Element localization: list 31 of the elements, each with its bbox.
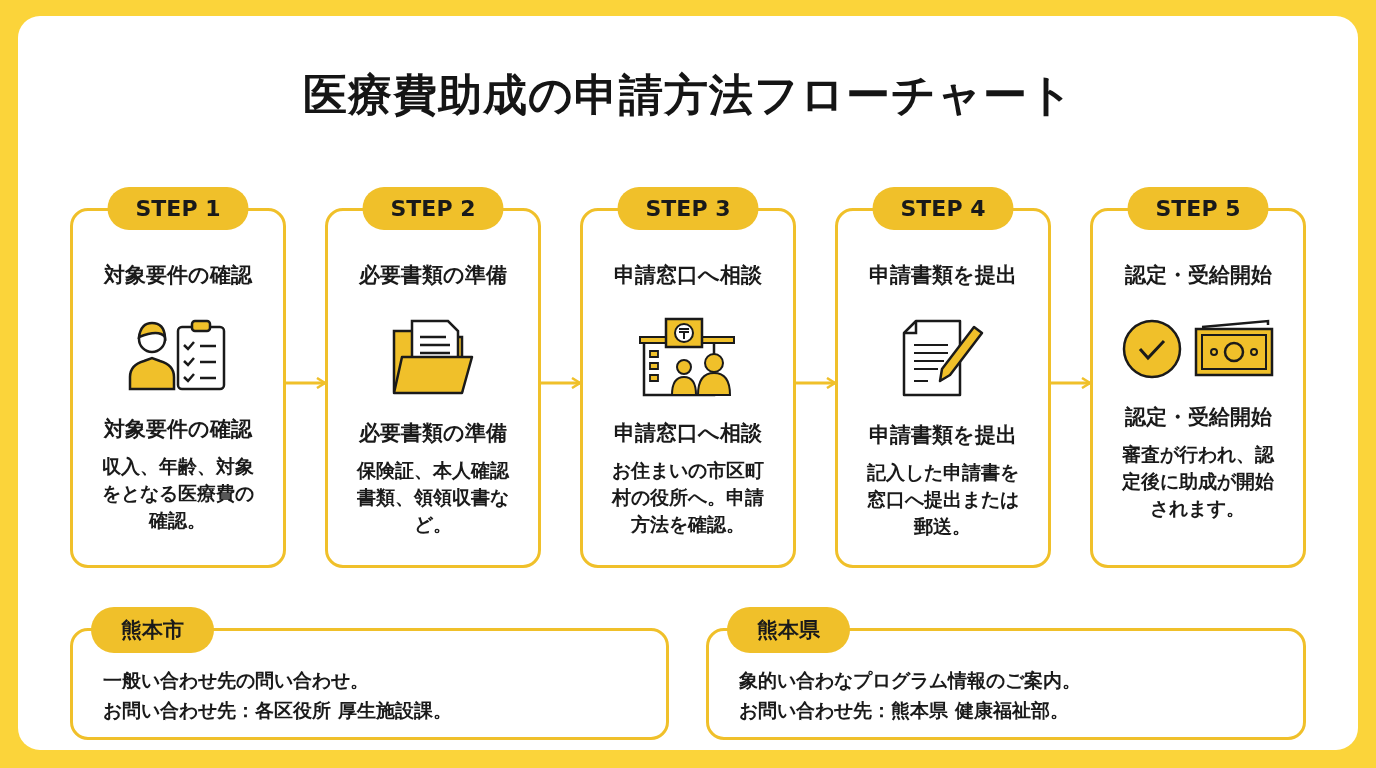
contact-text: 一般い合わせ先の問い合わせ。 xyxy=(103,668,370,693)
contact-text: 象的い合わなプログラム情報のご案内。 xyxy=(739,668,1081,693)
contact-text: お問い合わせ先：熊本県 健康福祉部。 xyxy=(739,698,1070,724)
arrow xyxy=(286,376,327,390)
step-description: 保険証、本人確認書類、領領収書など。 xyxy=(355,458,511,537)
step-subtitle: 認定・受給開始 xyxy=(1124,404,1272,431)
step-description: 審査が行われ、認定後に助成が開始されます。 xyxy=(1121,442,1276,521)
arrow xyxy=(1051,376,1092,390)
step-tab: STEP 5 xyxy=(1127,187,1269,230)
step-description: 記入した申請書を窓口へ提出または郵送。 xyxy=(866,460,1020,539)
area-tab: 熊本県 xyxy=(727,607,850,653)
arrow xyxy=(796,376,837,390)
step-subtitle: 申請窓口へ相談 xyxy=(614,420,762,447)
step-title: 対象要件の確認 xyxy=(104,262,252,289)
step-description: 収入、年齢、対象をとなる医療費の確認。 xyxy=(101,454,255,533)
step-title: 申請書類を提出 xyxy=(869,262,1017,289)
step-title: 認定・受給開始 xyxy=(1124,262,1272,289)
contact-text: お問い合わせ先：各区役所 厚生施設課。 xyxy=(103,698,452,724)
area-tab: 熊本市 xyxy=(91,607,214,653)
step-subtitle: 対象要件の確認 xyxy=(104,416,252,443)
step-title: 申請窓口へ相談 xyxy=(614,262,762,289)
step-subtitle: 必要書類の準備 xyxy=(359,420,507,447)
step-title: 必要書類の準備 xyxy=(359,262,507,289)
step-tab: STEP 2 xyxy=(362,187,504,230)
step-subtitle: 申請書類を提出 xyxy=(869,422,1017,449)
title: 医療費助成の申請方法フローチャート xyxy=(301,68,1075,122)
arrow xyxy=(541,376,582,390)
step-tab: STEP 3 xyxy=(617,187,759,230)
step-description: お住まいの市区町村の役所へ。申請方法を確認。 xyxy=(610,458,765,537)
step-tab: STEP 1 xyxy=(107,187,249,230)
step-tab: STEP 4 xyxy=(872,187,1014,230)
